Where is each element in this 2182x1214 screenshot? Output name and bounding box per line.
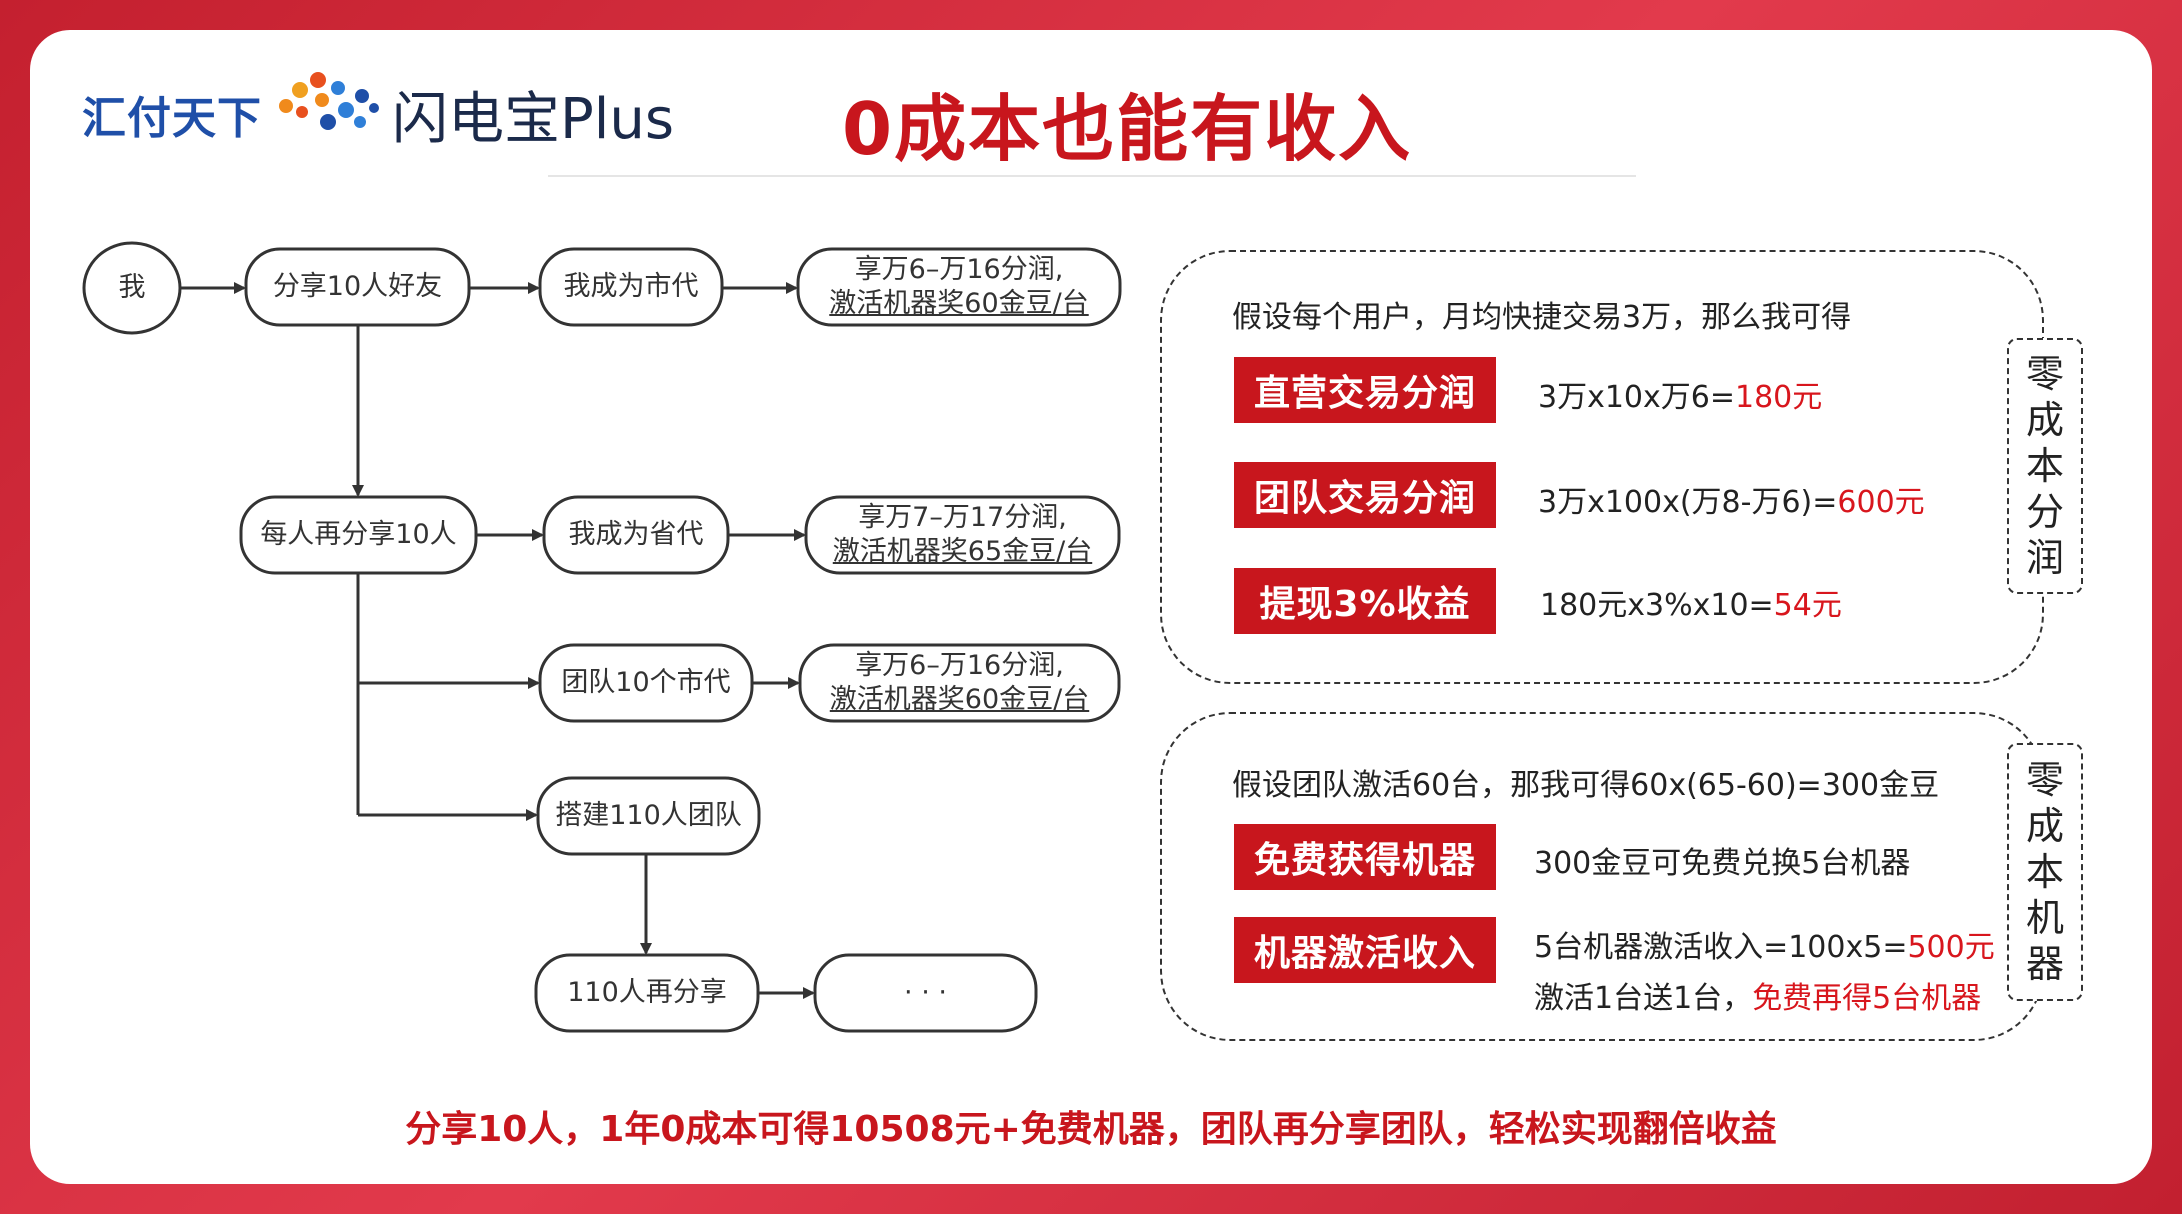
formula-activation-income: 5台机器激活收入=100x5=500元 <box>1534 922 1995 966</box>
tag1-char-2: 成 <box>2025 398 2064 442</box>
brand-logo-icon <box>279 72 379 130</box>
tag2-char-1: 零 <box>2025 758 2064 802</box>
tag1-char-3: 本 <box>2025 444 2064 488</box>
node-reward-team-shape <box>798 643 1121 723</box>
activation-bonus-result: 免费再得5台机器 <box>1752 981 1982 1016</box>
reward-team-line2: 激活机器奖60金豆/台 <box>829 684 1090 715</box>
zero-cost-machine-tag: 零 成 本 机 器 <box>2007 743 2083 1001</box>
node-province-agent-label: 我成为省代 <box>568 519 704 550</box>
brand-logo-text: 汇付天下 <box>82 93 262 144</box>
node-reward-city-shape <box>796 247 1122 327</box>
node-each-share10-label: 每人再分享10人 <box>260 519 457 550</box>
activation-bonus-text: 激活1台送1台， <box>1534 981 1753 1016</box>
reward-city-line1: 享万6–万16分润, <box>854 254 1064 285</box>
zero-cost-profit-tag: 零 成 本 分 润 <box>2007 338 2083 594</box>
footer-slogan: 分享10人，1年0成本可得10508元+免费机器，团队再分享团队，轻松实现翻倍收… <box>405 1109 1777 1150</box>
tag1-char-5: 润 <box>2025 536 2064 580</box>
badge-activation-income: 机器激活收入 <box>1234 917 1496 983</box>
node-build-team-label: 搭建110人团队 <box>555 800 742 831</box>
tag2-char-5: 器 <box>2025 942 2064 986</box>
node-me-label: 我 <box>118 272 146 303</box>
formula-activation-bonus: 激活1台送1台，免费再得5台机器 <box>1534 973 1981 1017</box>
reward-team-line1: 享万6–万16分润, <box>855 650 1064 681</box>
badge-direct-profit: 直营交易分润 <box>1234 357 1496 423</box>
tag1-char-1: 零 <box>2025 352 2064 396</box>
formula-team-result: 600元 <box>1837 485 1925 520</box>
formula-team-text: 3万x100x(万8-万6)= <box>1538 485 1838 520</box>
formula-direct-text: 3万x10x万6= <box>1538 380 1735 415</box>
tag2-char-3: 本 <box>2025 850 2064 894</box>
title-divider <box>548 175 1636 177</box>
formula-free-machine: 300金豆可免费兑换5台机器 <box>1534 846 1911 881</box>
node-ellipsis-shape <box>813 953 1038 1033</box>
node-build-team-shape <box>536 776 761 856</box>
tag2-char-4: 机 <box>2025 896 2064 940</box>
badge-free-machine: 免费获得机器 <box>1234 824 1496 890</box>
formula-withdraw-profit: 180元x3%x10=54元 <box>1540 580 1842 624</box>
free-machine-intro: 假设团队激活60台，那我可得60x(65-60)=300金豆 <box>1232 768 1940 803</box>
reward-city-line2: 激活机器奖60金豆/台 <box>829 288 1089 319</box>
formula-withdraw-text: 180元x3%x10= <box>1540 588 1774 623</box>
node-ellipsis-label: · · · <box>904 977 947 1008</box>
node-share10-label: 分享10人好友 <box>272 271 443 302</box>
content-card <box>30 30 2152 1184</box>
node-reward-prov-shape <box>804 495 1121 575</box>
node-reward-team-label: 享万6–万16分润, 激活机器奖60金豆/台 <box>800 645 1119 721</box>
badge-team-profit: 团队交易分润 <box>1234 462 1496 528</box>
formula-activation-text: 5台机器激活收入=100x5= <box>1534 930 1908 965</box>
node-reward-city-label: 享万6–万16分润, 激活机器奖60金豆/台 <box>798 249 1120 325</box>
formula-withdraw-result: 54元 <box>1773 588 1842 623</box>
node-team10-label: 团队10个市代 <box>561 667 731 698</box>
reward-prov-line1: 享万7–万17分润, <box>858 502 1067 533</box>
node-city-agent-label: 我成为市代 <box>563 271 699 302</box>
formula-direct-result: 180元 <box>1735 380 1823 415</box>
product-logo-text: 闪电宝Plus <box>392 87 674 152</box>
formula-direct-profit: 3万x10x万6=180元 <box>1538 372 1822 416</box>
profit-share-intro: 假设每个用户，月均快捷交易3万，那么我可得 <box>1232 300 1852 335</box>
tag2-char-2: 成 <box>2025 804 2064 848</box>
node-share-again-label: 110人再分享 <box>567 977 727 1008</box>
badge-withdraw-profit: 提现3%收益 <box>1234 568 1496 634</box>
formula-activation-result: 500元 <box>1907 930 1995 965</box>
page-title: 0成本也能有收入 <box>842 87 1413 171</box>
reward-prov-line2: 激活机器奖65金豆/台 <box>832 536 1093 567</box>
tag1-char-4: 分 <box>2025 490 2064 534</box>
formula-team-profit: 3万x100x(万8-万6)=600元 <box>1538 477 1925 521</box>
node-reward-prov-label: 享万7–万17分润, 激活机器奖65金豆/台 <box>806 497 1119 573</box>
